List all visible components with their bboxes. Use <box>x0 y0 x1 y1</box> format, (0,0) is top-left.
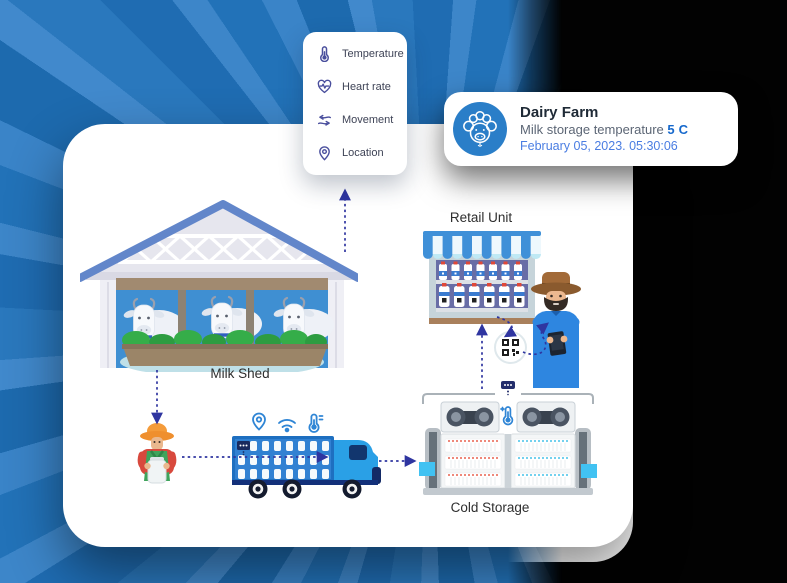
farmer-hat <box>140 431 174 441</box>
shopper-illustration <box>531 272 581 388</box>
sensor-label: Location <box>342 147 384 160</box>
sensor-row-heart-rate: Heart rate <box>316 78 407 95</box>
notification-timestamp: February 05, 2023. 05:30:06 <box>520 139 678 153</box>
thermometer-icon <box>320 46 329 62</box>
milk-can <box>147 459 167 484</box>
movement-icon <box>317 114 332 126</box>
feed-trough <box>122 344 328 366</box>
cargo-sensor-icon <box>237 441 250 456</box>
cold-storage-illustration <box>419 381 597 495</box>
farmer-face <box>151 437 163 450</box>
cow-sensor-panel: Temperature Heart rate Movement Locati <box>303 32 407 175</box>
milk-bottles-top-shelf <box>439 261 522 280</box>
qr-code-chip <box>494 331 527 364</box>
dairy-farm-logo <box>453 102 507 156</box>
milk-shed-label: Milk Shed <box>210 366 270 381</box>
milk-shed-illustration <box>80 200 358 372</box>
cold-storage-label: Cold Storage <box>450 500 530 515</box>
wifi-icon <box>278 419 296 433</box>
notification-message-text: Milk storage temperature <box>520 122 664 137</box>
cold-storage-sensor-icon <box>501 381 515 396</box>
farmer-illustration <box>137 423 177 484</box>
thermometer-icon <box>500 406 514 426</box>
sensor-label: Heart rate <box>342 80 391 93</box>
location-pin-icon <box>252 412 266 431</box>
barn-roof <box>80 200 358 282</box>
cowboy-hat <box>531 282 581 296</box>
location-icon <box>319 146 330 161</box>
cow-logo-icon <box>463 110 497 147</box>
qr-code-icon <box>502 339 519 356</box>
heart-rate-icon <box>317 79 332 94</box>
thermometer-icon <box>308 413 324 433</box>
temperature-unit: C <box>678 122 689 137</box>
notification-title: Dairy Farm <box>520 104 599 121</box>
awning <box>423 231 541 260</box>
sensor-label: Temperature <box>342 47 404 60</box>
retail-unit-label: Retail Unit <box>449 210 513 225</box>
truck-wheels <box>248 479 362 499</box>
temperature-value: 5 <box>667 122 675 137</box>
milk-truck-illustration <box>232 412 381 499</box>
condenser-units <box>440 401 576 433</box>
tablet <box>547 331 567 356</box>
sensor-label: Movement <box>342 114 394 127</box>
retail-unit-illustration <box>423 231 541 324</box>
sensor-row-movement: Movement <box>316 112 407 129</box>
milk-bottles-bottom-shelf <box>439 283 525 307</box>
cold-storage-bottles <box>444 438 572 487</box>
sensor-row-location: Location <box>316 145 407 162</box>
sensor-row-temperature: Temperature <box>316 45 407 62</box>
